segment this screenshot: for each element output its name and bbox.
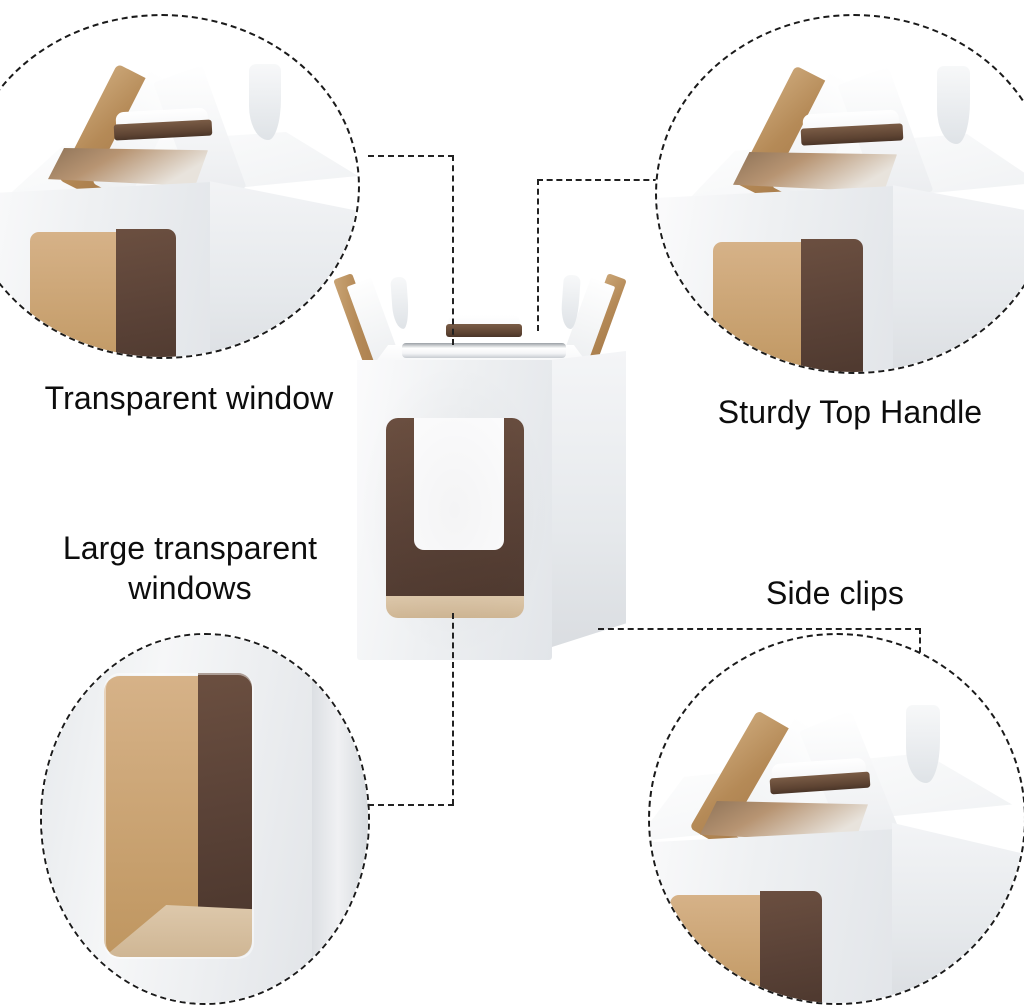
bubble-tr-side-face <box>893 185 1024 372</box>
detail-bubble-large-windows <box>40 633 370 1005</box>
detail-bubble-side-clips <box>648 633 1024 1005</box>
bubble-br-side-face <box>892 822 1024 1003</box>
front-face-shading <box>357 360 552 660</box>
bubble-br-window-brown <box>760 891 822 1003</box>
top-handle-bar <box>446 324 522 337</box>
label-large-transparent-windows: Large transparent windows <box>62 530 318 607</box>
bubble-tl-side-clip <box>249 64 281 140</box>
bubble-tr-window-brown <box>801 239 863 372</box>
bubble-br-window-kraft <box>670 895 762 1003</box>
carry-slot <box>402 343 566 358</box>
bubble-tl-window-kraft <box>30 232 118 357</box>
bubble-bl-window-outline <box>104 673 254 959</box>
front-window-bottom-liner <box>386 596 524 618</box>
bubble-tr-carry-slot <box>733 152 897 192</box>
label-sturdy-top-handle: Sturdy Top Handle <box>717 394 983 430</box>
label-side-clips: Side clips <box>766 575 904 611</box>
bubble-bl-window-back-wall <box>198 673 252 923</box>
bubble-tl-window-brown <box>116 229 176 357</box>
bubble-br-side-clip <box>906 705 940 783</box>
bubble-tl-side-face <box>210 181 358 357</box>
center-product-image <box>330 255 650 675</box>
detail-bubble-sturdy-top-handle <box>655 14 1024 374</box>
label-transparent-window: Transparent window <box>44 380 334 416</box>
front-window-clear <box>414 418 504 550</box>
detail-bubble-transparent-window <box>0 14 360 359</box>
box-side-face <box>552 351 626 647</box>
bubble-tl-carry-slot <box>48 148 208 186</box>
bubble-bl-edge-band <box>312 635 368 1003</box>
bubble-tr-window-kraft <box>713 242 803 372</box>
bubble-tr-side-clip <box>937 66 970 144</box>
